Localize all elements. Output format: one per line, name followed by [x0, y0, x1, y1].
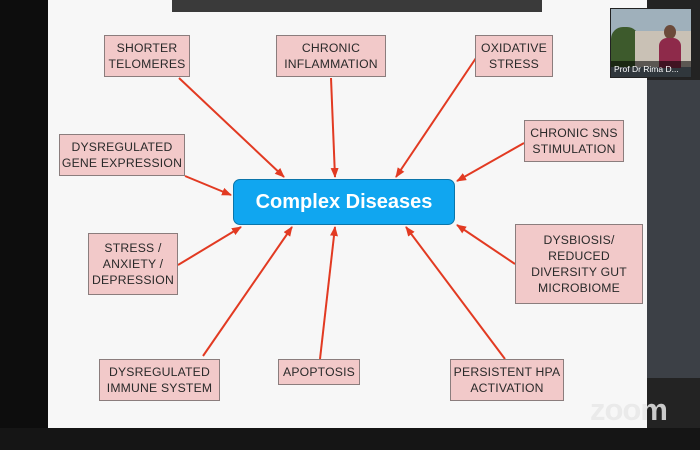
bottom-bar [0, 428, 700, 450]
center-node-complex-diseases: Complex Diseases [233, 179, 455, 225]
video-background-tree [611, 27, 639, 67]
participant-figure [659, 25, 681, 68]
participant-video-tile[interactable]: Prof Dr Rima D... [610, 8, 692, 78]
node-stress-anxiety-depression: STRESS / ANXIETY / DEPRESSION [88, 233, 178, 295]
node-chronic-inflammation: CHRONIC INFLAMMATION [276, 35, 386, 77]
node-chronic-sns-stimulation: CHRONIC SNS STIMULATION [524, 120, 624, 162]
participant-head [664, 25, 676, 39]
node-dysregulated-immune-system: DYSREGULATED IMMUNE SYSTEM [99, 359, 220, 401]
node-oxidative-stress: OXIDATIVE STRESS [475, 35, 553, 77]
participant-body [659, 38, 681, 68]
share-top-bar[interactable] [172, 0, 542, 12]
participant-name-label: Prof Dr Rima D... [611, 61, 691, 77]
right-gallery-area [647, 80, 700, 378]
node-persistent-hpa-activation: PERSISTENT HPA ACTIVATION [450, 359, 564, 401]
node-apoptosis: APOPTOSIS [278, 359, 360, 385]
zoom-watermark-logo: zoom [590, 392, 668, 427]
left-blank-area [0, 0, 48, 450]
node-dysregulated-gene-expression: DYSREGULATED GENE EXPRESSION [59, 134, 185, 176]
node-dysbiosis-gut-microbiome: DYSBIOSIS/ REDUCED DIVERSITY GUT MICROBI… [515, 224, 643, 304]
node-shorter-telomeres: SHORTER TELOMERES [104, 35, 190, 77]
